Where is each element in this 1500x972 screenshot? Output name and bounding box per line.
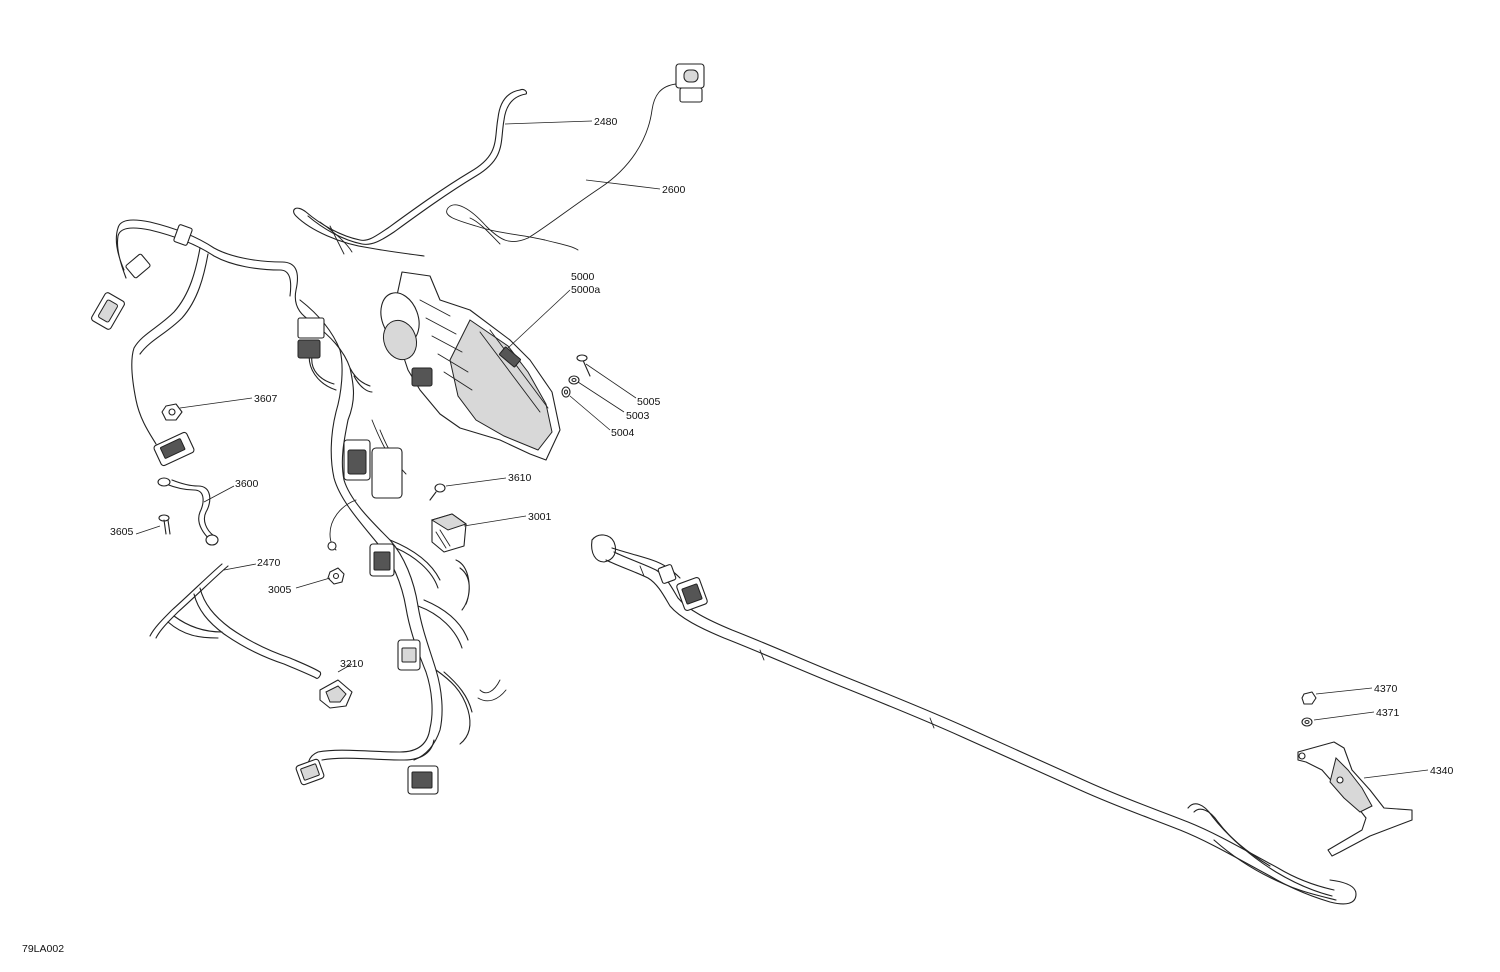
sensor-cable-2600[interactable] — [446, 63, 705, 251]
connector-3210[interactable] — [319, 679, 353, 709]
callout-3001: 3001 — [528, 511, 552, 523]
callout-4340: 4340 — [1430, 765, 1454, 777]
cable-2480[interactable] — [293, 88, 528, 257]
bracket-4340[interactable] — [1297, 741, 1413, 857]
callout-5003: 5003 — [626, 410, 650, 422]
connector-top-1 — [297, 317, 325, 339]
ring-terminal — [327, 541, 337, 551]
callout-2600: 2600 — [662, 184, 686, 196]
callout-4370: 4370 — [1374, 683, 1398, 695]
ecm-nut-5004[interactable] — [561, 386, 571, 398]
nut-3005[interactable] — [327, 567, 345, 585]
callout-3610: 3610 — [508, 472, 532, 484]
main-harness[interactable] — [90, 219, 507, 795]
cable-2470[interactable] — [149, 563, 322, 679]
callout-5000a: 5000a — [571, 284, 600, 296]
washer-4371[interactable] — [1301, 717, 1313, 727]
callout-5004: 5004 — [611, 427, 635, 439]
ecm-washer-5003[interactable] — [568, 375, 580, 385]
callout-3600: 3600 — [235, 478, 259, 490]
ecm-5000[interactable] — [374, 271, 561, 461]
callout-3607: 3607 — [254, 393, 278, 405]
relay-3001[interactable] — [430, 513, 468, 553]
callout-4371: 4371 — [1376, 707, 1400, 719]
leader-lines — [135, 120, 1429, 779]
nut-4370[interactable] — [1301, 691, 1317, 705]
diagram-code: 79LA002 — [22, 943, 64, 955]
callout-2470: 2470 — [257, 557, 281, 569]
nut-3607[interactable] — [161, 403, 183, 421]
callout-3005: 3005 — [268, 584, 292, 596]
ecm-screw-5005[interactable] — [576, 354, 591, 377]
long-harness[interactable] — [591, 534, 1357, 905]
callout-5005: 5005 — [637, 396, 661, 408]
screw-3610[interactable] — [429, 483, 446, 501]
callout-3210: 3210 — [340, 658, 364, 670]
bolt-3605[interactable] — [158, 514, 171, 535]
callout-2480: 2480 — [594, 116, 618, 128]
callout-3605: 3605 — [110, 526, 134, 538]
ground-cable-3600[interactable] — [157, 477, 219, 546]
callout-5000: 5000 — [571, 271, 595, 283]
